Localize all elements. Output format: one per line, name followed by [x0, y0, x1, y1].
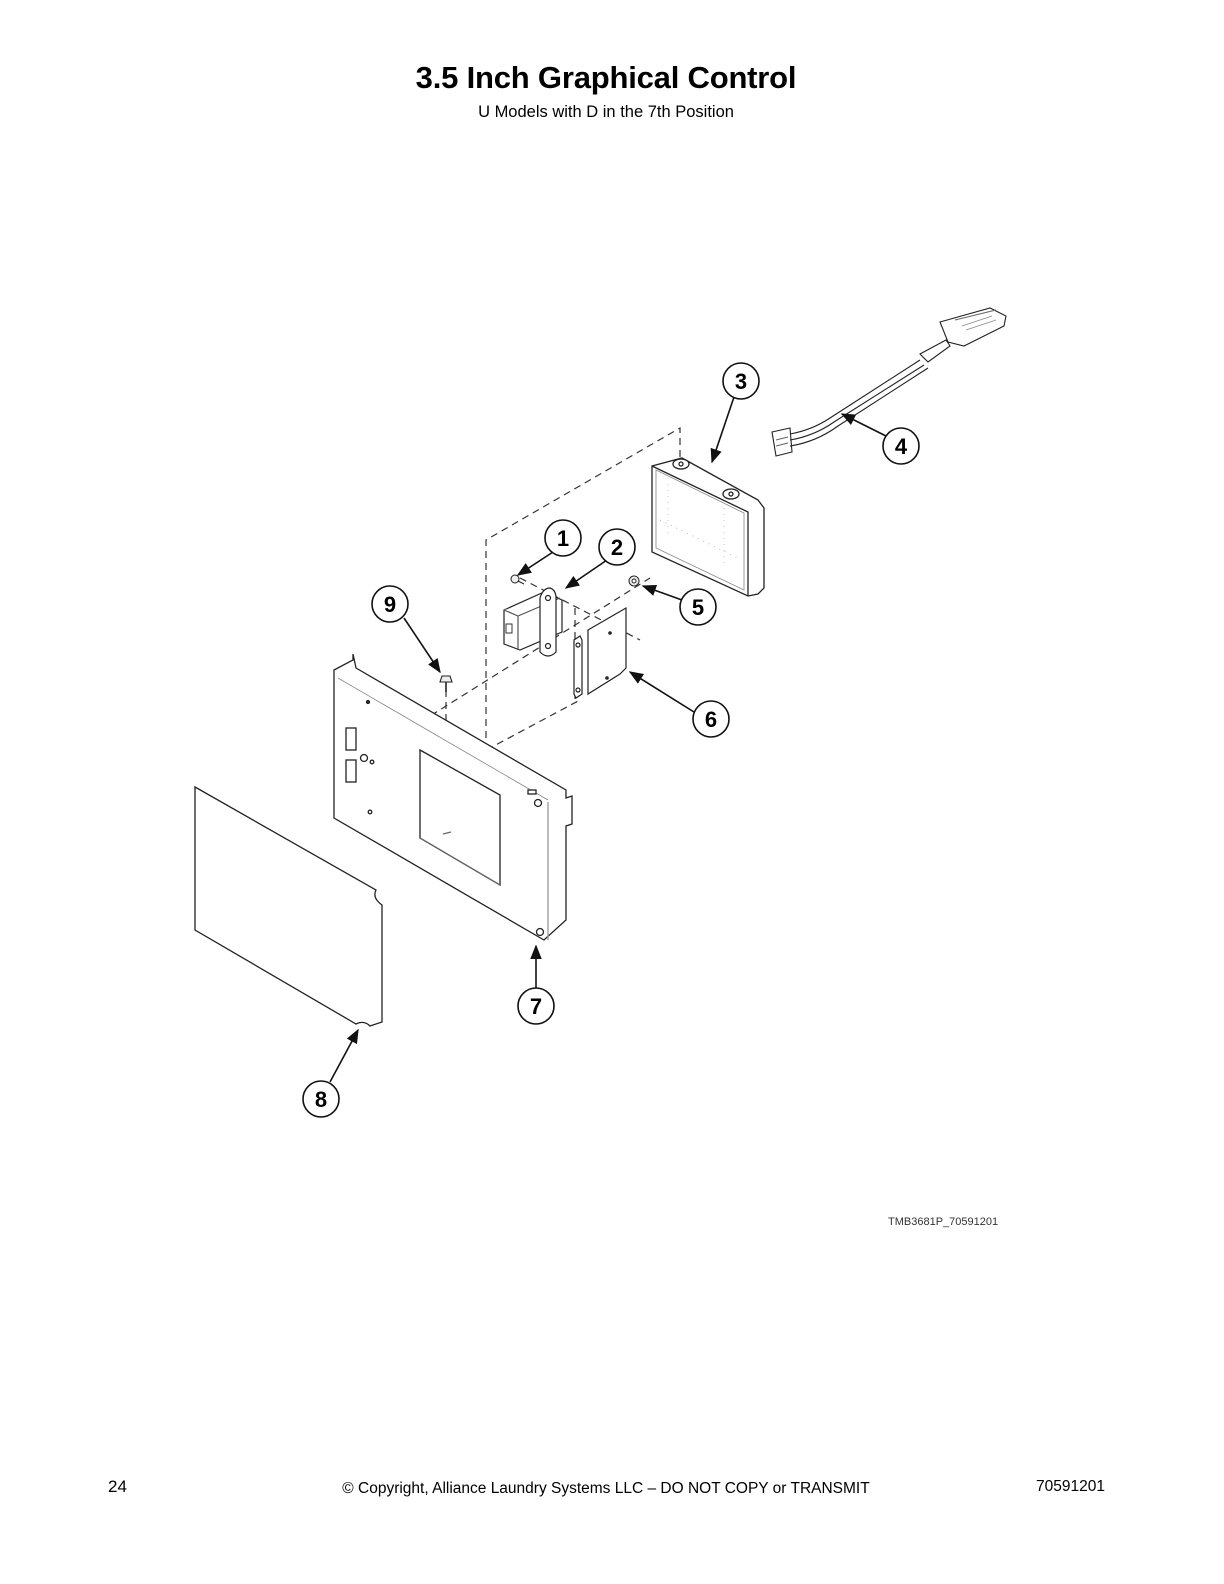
callout-9: 9: [371, 585, 409, 623]
copyright-notice: © Copyright, Alliance Laundry Systems LL…: [342, 1480, 870, 1497]
page-subtitle: U Models with D in the 7th Position: [478, 103, 734, 121]
page-title: 3.5 Inch Graphical Control: [415, 60, 797, 95]
callout-8: 8: [302, 1080, 340, 1118]
document-number: 70591201: [1036, 1478, 1105, 1495]
svg-text:8: 8: [315, 1087, 327, 1112]
svg-text:7: 7: [530, 994, 542, 1019]
svg-text:9: 9: [384, 592, 396, 617]
callout-1: 1: [544, 519, 582, 557]
callout-2: 2: [598, 528, 636, 566]
svg-text:2: 2: [611, 535, 623, 560]
callout-3: 3: [722, 362, 760, 400]
callout-5: 5: [679, 588, 717, 626]
callout-6: 6: [692, 700, 730, 738]
screw-1: [510, 574, 525, 585]
callout-4: 4: [882, 427, 920, 465]
figure-code: TMB3681P_70591201: [888, 1216, 999, 1228]
callout-7: 7: [517, 987, 555, 1025]
svg-text:3: 3: [735, 369, 747, 394]
display-housing-part: [651, 457, 765, 597]
module-part: [503, 587, 563, 657]
nut-5: [628, 575, 640, 587]
overlay-panel-part: [194, 785, 383, 1027]
control-panel-part: [333, 653, 573, 941]
bracket-plate-part: [573, 606, 627, 699]
svg-text:6: 6: [705, 707, 717, 732]
svg-text:4: 4: [895, 434, 908, 459]
page-number: 24: [108, 1477, 127, 1496]
screw-9: [439, 675, 453, 692]
svg-text:1: 1: [557, 526, 569, 551]
svg-text:5: 5: [692, 595, 704, 620]
callout-arrows: [329, 396, 887, 1083]
wire-harness-part: [771, 307, 1007, 457]
